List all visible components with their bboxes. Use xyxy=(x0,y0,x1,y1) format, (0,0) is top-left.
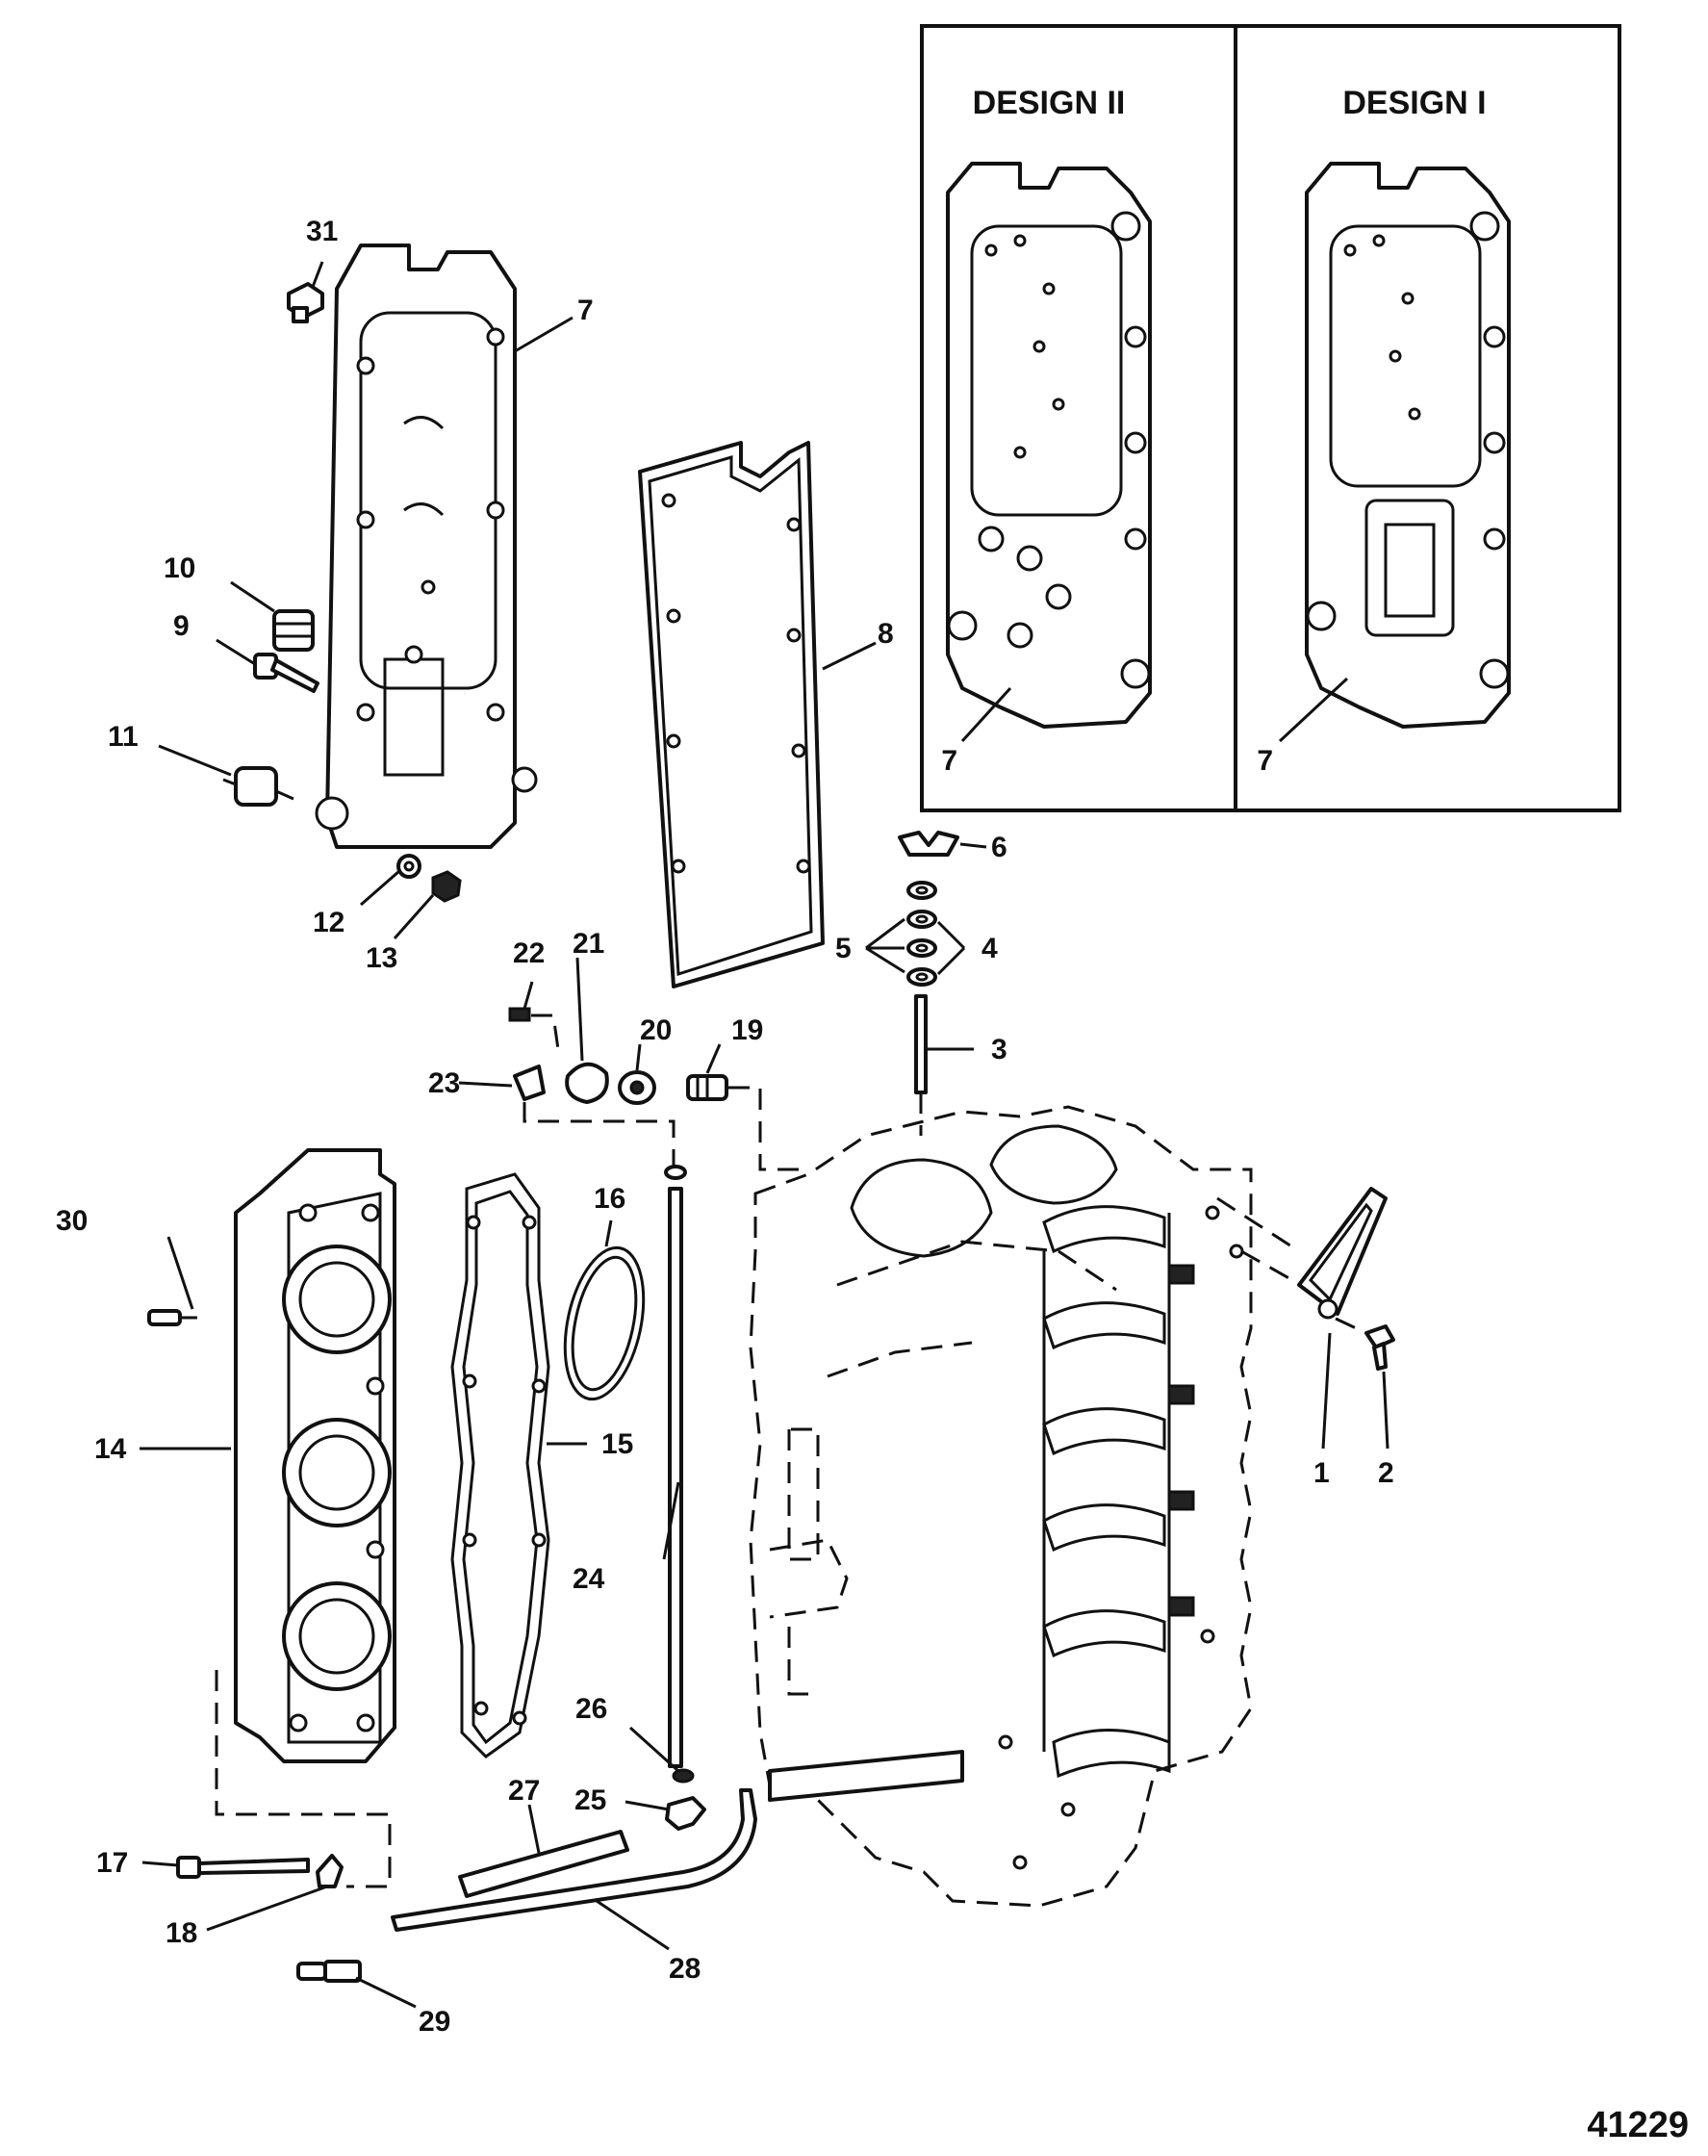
callout-3: 3 xyxy=(991,1034,1007,1065)
callout-26: 26 xyxy=(575,1693,607,1725)
callout-21: 21 xyxy=(573,928,604,960)
fitting-19 xyxy=(686,1074,728,1101)
callout-11: 11 xyxy=(108,721,139,753)
tee-fitting-25 xyxy=(665,1796,706,1831)
callout-24: 24 xyxy=(573,1563,605,1595)
stud-3 xyxy=(914,994,928,1094)
callout-7: 7 xyxy=(577,295,594,326)
bracket-1 xyxy=(1297,1187,1388,1320)
head-gasket-15 xyxy=(450,1172,550,1758)
callout-23: 23 xyxy=(428,1067,460,1099)
callout-16: 16 xyxy=(594,1183,625,1215)
screw-22 xyxy=(508,1007,531,1022)
callout-6: 6 xyxy=(991,832,1007,863)
hose-27 xyxy=(458,1830,629,1898)
callout-12: 12 xyxy=(313,907,344,938)
wing-nut-6 xyxy=(898,831,959,857)
design-ii-title: DESIGN II xyxy=(973,85,1126,121)
bushing-10 xyxy=(272,609,315,652)
callout-19: 19 xyxy=(731,1014,763,1046)
callout-2: 2 xyxy=(1378,1457,1394,1489)
callout-17: 17 xyxy=(96,1847,128,1879)
design-inset-box: DESIGN II DESIGN I xyxy=(920,24,1621,812)
callout-5: 5 xyxy=(835,933,852,964)
callout-27: 27 xyxy=(508,1775,540,1807)
seal-26 xyxy=(672,1768,695,1784)
cylinder-head-14 xyxy=(234,1148,396,1763)
callout-9: 9 xyxy=(173,610,190,642)
callout-15: 15 xyxy=(601,1428,633,1460)
screw-2 xyxy=(1364,1324,1395,1371)
callout-31: 31 xyxy=(306,216,338,247)
o-ring-16 xyxy=(563,1245,646,1401)
screw-9 xyxy=(253,653,319,693)
bolt-17 xyxy=(176,1856,310,1879)
callout-4: 4 xyxy=(981,933,998,964)
hose-28 xyxy=(391,1788,757,1932)
callout-18: 18 xyxy=(166,1917,197,1949)
design-ii-cover-plate xyxy=(946,162,1152,729)
clip-18 xyxy=(316,1854,344,1888)
sensor-30 xyxy=(147,1309,197,1326)
callout-30: 30 xyxy=(56,1205,88,1237)
washer-12-inner xyxy=(403,860,415,872)
callout-22: 22 xyxy=(513,937,545,969)
callout-1: 1 xyxy=(1313,1457,1330,1489)
clamp-21 xyxy=(565,1062,609,1104)
callout-labels: 1 2 3 4 5 6 7 8 9 10 11 12 13 14 15 16 1… xyxy=(56,216,1394,2038)
tube-24 xyxy=(664,1165,687,1768)
callout-10: 10 xyxy=(164,552,195,584)
callout-25: 25 xyxy=(574,1784,606,1816)
callout-28: 28 xyxy=(669,1953,701,1985)
design-i-callout-7: 7 xyxy=(1257,745,1273,777)
crankcase-block xyxy=(749,1105,1253,1908)
figure-id: 41229 xyxy=(1587,2105,1689,2145)
nut-13 xyxy=(431,870,462,903)
fitting-11 xyxy=(222,766,294,807)
callout-13: 13 xyxy=(366,942,397,974)
washers-4-5 xyxy=(906,881,937,987)
callout-29: 29 xyxy=(419,2006,450,2038)
callout-8: 8 xyxy=(878,618,894,650)
design-ii-callout-7: 7 xyxy=(941,745,957,777)
callout-14: 14 xyxy=(94,1433,127,1465)
fitting-29 xyxy=(296,1960,362,1983)
design-i-cover-plate xyxy=(1305,162,1511,729)
callout-20: 20 xyxy=(640,1014,672,1046)
design-i-title: DESIGN I xyxy=(1342,85,1486,121)
leader-lines xyxy=(140,261,1389,2009)
bolt-31 xyxy=(287,282,324,323)
elbow-23 xyxy=(513,1065,546,1101)
cover-gasket-8 xyxy=(638,441,825,988)
exhaust-cover-plate xyxy=(315,244,538,849)
grommet-20 xyxy=(618,1070,656,1105)
